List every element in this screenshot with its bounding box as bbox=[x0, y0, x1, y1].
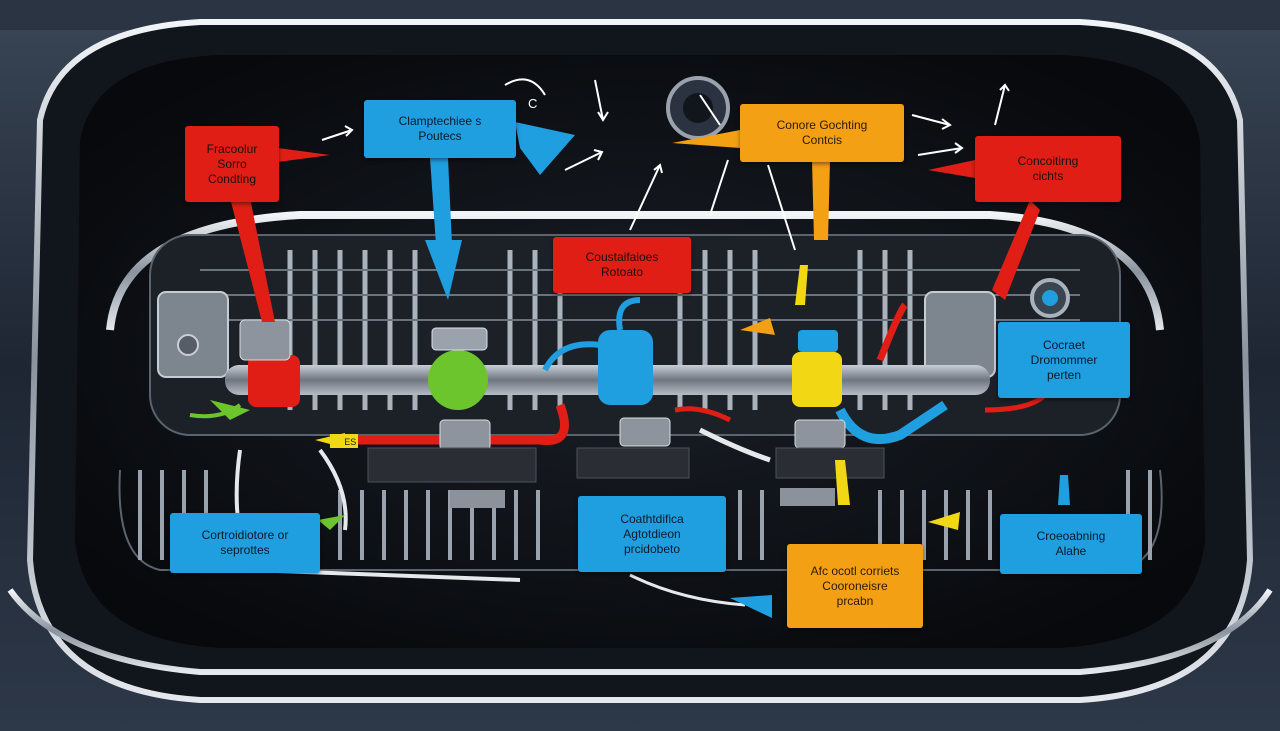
red-hose bbox=[330, 403, 569, 446]
blue-valve bbox=[598, 330, 653, 405]
arrow-icon bbox=[321, 78, 1010, 251]
right-bracket bbox=[924, 291, 996, 378]
green-valve bbox=[428, 350, 488, 410]
callout-top-orange: Conore Gochting Contcis bbox=[740, 104, 904, 162]
callout-top-blue: Clamptechiee s Poutecs bbox=[364, 100, 516, 158]
callout-right-blue: Cocraet Dromommer perten bbox=[998, 322, 1130, 398]
yellow-valve bbox=[792, 352, 842, 407]
callout-bottom-orange-text: Afc ocotl corriets Cooroneisre prcabn bbox=[810, 563, 900, 608]
mount-block bbox=[367, 447, 537, 483]
callout-top-blue-text: Clamptechiee s Poutecs bbox=[398, 114, 482, 143]
callout-bottom-right-blue-text: Croeoabning Alahe bbox=[1036, 529, 1106, 558]
callout-center-red-text: Coustaifaioes Rotoato bbox=[585, 250, 659, 279]
callout-right-blue-text: Cocraet Dromommer perten bbox=[1030, 337, 1098, 382]
callout-bottom-left-blue: Cortroidiotore or seprottes bbox=[170, 513, 320, 573]
callout-bottom-right-blue: Croeoabning Alahe bbox=[1000, 514, 1142, 574]
callout-right-red-text: Concoitirng cichts bbox=[1017, 154, 1079, 183]
callout-right-red: Concoitirng cichts bbox=[975, 136, 1121, 202]
callout-bottom-center-blue: Coathtdifica Agtotdieon prcidobeto bbox=[578, 496, 726, 572]
callout-top-orange-text: Conore Gochting Contcis bbox=[776, 118, 868, 147]
red-valve bbox=[248, 355, 300, 407]
chrome-trim bbox=[7, 588, 1273, 675]
callout-left-red: Fracoolur Sorro Condting bbox=[185, 126, 279, 202]
callout-center-red: Coustaifaioes Rotoato bbox=[553, 237, 691, 293]
blue-hose bbox=[835, 400, 948, 444]
callout-bottom-center-blue-text: Coathtdifica Agtotdieon prcidobeto bbox=[620, 511, 684, 556]
left-bracket bbox=[157, 291, 229, 378]
callout-left-red-text: Fracoolur Sorro Condting bbox=[206, 141, 258, 186]
callout-bottom-orange: Afc ocotl corriets Cooroneisre prcabn bbox=[787, 544, 923, 628]
leader-lines bbox=[210, 122, 1070, 618]
top-small-label: C bbox=[528, 96, 537, 111]
callout-bottom-left-blue-text: Cortroidiotore or seprottes bbox=[201, 528, 289, 557]
